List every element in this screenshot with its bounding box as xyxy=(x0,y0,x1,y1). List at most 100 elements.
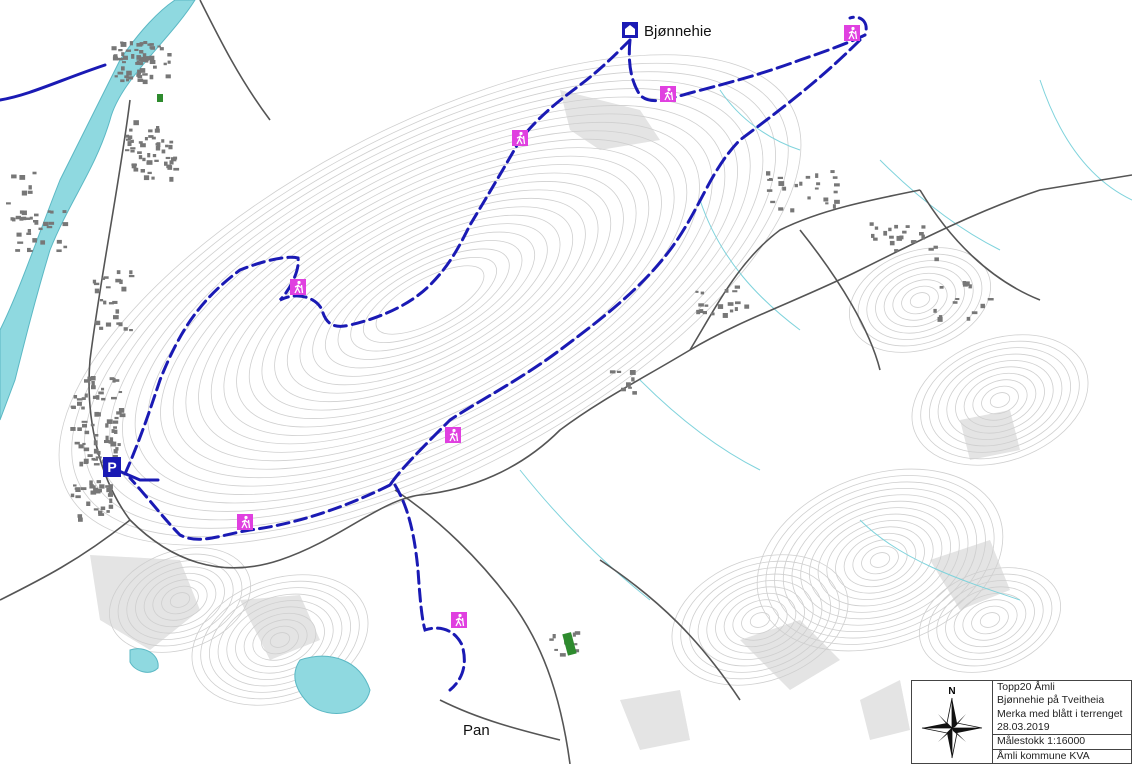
building xyxy=(902,230,907,234)
building xyxy=(96,488,102,493)
building xyxy=(89,484,94,489)
contour-line xyxy=(152,579,208,621)
building xyxy=(148,129,153,133)
summit-marker[interactable]: Bjønnehie xyxy=(622,22,712,40)
building xyxy=(84,393,88,398)
building xyxy=(122,61,126,64)
building xyxy=(122,55,128,60)
building xyxy=(816,182,821,186)
building xyxy=(121,286,127,292)
building xyxy=(103,300,107,305)
building xyxy=(24,217,31,220)
trail-return xyxy=(388,38,862,487)
building xyxy=(616,370,622,374)
building xyxy=(133,120,139,126)
contour-line xyxy=(971,605,1009,635)
building xyxy=(62,210,67,214)
building xyxy=(128,76,134,80)
building xyxy=(46,225,53,229)
contour-line xyxy=(857,253,983,347)
contour-line xyxy=(337,240,523,360)
building xyxy=(137,62,144,65)
building xyxy=(112,420,119,424)
parking-sign[interactable]: P xyxy=(103,457,121,477)
building xyxy=(109,498,113,504)
building xyxy=(101,387,105,391)
building xyxy=(43,221,49,227)
building xyxy=(834,183,840,187)
building xyxy=(82,442,86,445)
building xyxy=(112,377,116,383)
building xyxy=(113,54,118,60)
building xyxy=(919,232,924,236)
building xyxy=(83,458,89,464)
building xyxy=(574,631,581,635)
building xyxy=(770,200,776,204)
building xyxy=(12,217,16,222)
building xyxy=(149,60,156,65)
contour-line xyxy=(963,372,1037,428)
contour-line xyxy=(226,600,334,680)
contour-line xyxy=(989,392,1011,408)
hiker-icon xyxy=(512,130,528,146)
building xyxy=(70,427,76,431)
building xyxy=(56,239,62,244)
building xyxy=(77,401,82,406)
hiker-icon xyxy=(445,427,461,443)
building xyxy=(112,300,118,304)
building xyxy=(144,137,148,141)
building xyxy=(732,290,738,293)
building xyxy=(27,190,33,194)
building xyxy=(131,163,137,169)
building xyxy=(90,423,95,427)
building xyxy=(48,221,55,225)
building xyxy=(815,173,819,178)
summit-label: Bjønnehie xyxy=(644,23,712,40)
building xyxy=(126,138,131,141)
building xyxy=(157,45,161,48)
building xyxy=(75,487,81,492)
village-label: Pan xyxy=(463,722,490,739)
building xyxy=(169,160,174,165)
compass-rose-icon: N xyxy=(921,686,983,759)
building xyxy=(767,178,773,181)
building xyxy=(874,226,879,230)
building xyxy=(125,149,130,152)
building xyxy=(130,139,134,143)
building xyxy=(15,215,22,220)
building xyxy=(125,134,130,138)
contour-line xyxy=(791,494,969,626)
building xyxy=(47,210,51,213)
building xyxy=(574,643,578,646)
building xyxy=(111,46,117,51)
building xyxy=(123,327,128,331)
contour-line xyxy=(252,619,308,661)
contour-line xyxy=(160,121,700,479)
contour-line xyxy=(723,592,797,648)
legend-text: Topp20 Åmli Bjønnehie på Tveitheia Merka… xyxy=(993,681,1131,763)
legend-date: 28.03.2019 xyxy=(997,720,1050,733)
building xyxy=(572,632,576,637)
building xyxy=(905,225,910,228)
building xyxy=(165,74,171,79)
hiker-icon xyxy=(844,25,860,41)
contour-line xyxy=(920,340,1080,460)
legend-route-name: Bjønnehie på Tveitheia xyxy=(997,694,1105,707)
building xyxy=(126,70,132,76)
sports-field xyxy=(562,632,577,656)
building xyxy=(173,167,180,171)
building xyxy=(34,213,39,217)
building xyxy=(111,396,117,400)
building xyxy=(106,419,113,424)
building xyxy=(971,311,978,315)
building xyxy=(40,240,46,245)
contour-line xyxy=(122,96,738,504)
building xyxy=(115,447,119,451)
lake xyxy=(294,655,371,714)
building xyxy=(140,169,145,173)
compass-rose: N xyxy=(912,681,993,763)
building xyxy=(152,154,157,158)
building xyxy=(167,53,172,57)
building xyxy=(109,437,114,442)
